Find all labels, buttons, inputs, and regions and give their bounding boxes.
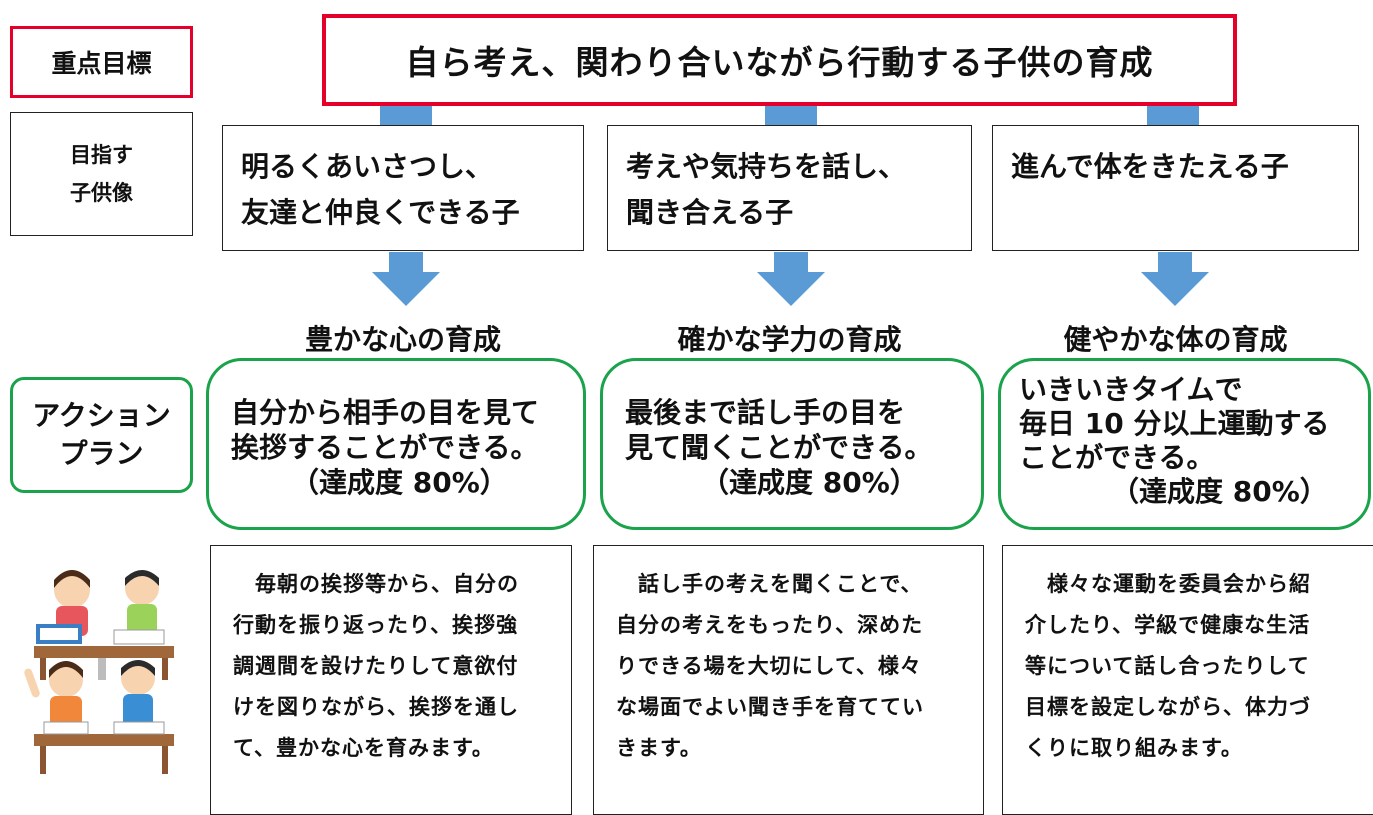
ideal-box-1: 明るくあいさつし、 友達と仲良くできる子 — [222, 125, 584, 251]
priority-goal-label: 重点目標 — [10, 26, 193, 98]
column-heading-3: 健やかな体の育成 — [1063, 323, 1288, 356]
description-box-2: 話し手の考えを聞くことで、 自分の考えをもったり、深めた りできる場を大切にして… — [593, 545, 984, 815]
action-plan-rate-1: （達成度 80%） — [291, 466, 508, 499]
classroom-illustration — [14, 558, 194, 778]
description-box-3: 様々な運動を委員会から紹 介したり、学級で健康な生活 等について話し合ったりして… — [1002, 545, 1373, 815]
main-goal-text: 自ら考え、関わり合いながら行動する子供の育成 — [405, 43, 1154, 82]
down-arrow-1 — [372, 252, 440, 306]
down-arrow-2 — [757, 252, 825, 306]
main-goal-box: 自ら考え、関わり合いながら行動する子供の育成 — [322, 14, 1237, 106]
action-plan-box-3: いきいきタイムで 毎日 10 分以上運動する ことができる。 （達成度 80%） — [998, 358, 1371, 530]
ideal-box-3: 進んで体をきたえる子 — [992, 125, 1359, 251]
column-heading-2: 確かな学力の育成 — [677, 323, 902, 356]
down-arrow-2-shape — [757, 252, 825, 306]
column-heading-1: 豊かな心の育成 — [304, 323, 501, 356]
down-arrow-3-shape — [1141, 252, 1209, 306]
action-plan-box-2: 最後まで話し手の目を 見て聞くことができる。 （達成度 80%） — [600, 358, 984, 530]
ideal-child-label: 目指す 子供像 — [10, 112, 193, 236]
action-plan-text-1: 自分から相手の目を見て 挨拶することができる。 — [231, 396, 540, 464]
down-arrow-3 — [1141, 252, 1209, 306]
students-studying-illustration — [24, 570, 174, 774]
description-box-1: 毎朝の挨拶等から、自分の 行動を振り返ったり、挨拶強 調週間を設けたりして意欲付… — [210, 545, 572, 815]
ideal-box-2: 考えや気持ちを話し、 聞き合える子 — [607, 125, 972, 251]
action-plan-text-3: いきいきタイムで 毎日 10 分以上運動する ことができる。 — [1019, 373, 1330, 474]
action-plan-rate-3: （達成度 80%） — [1111, 475, 1328, 508]
priority-goal-label-text: 重点目標 — [51, 49, 152, 78]
down-arrow-1-shape — [372, 252, 440, 306]
action-plan-text-2: 最後まで話し手の目を 見て聞くことができる。 — [625, 396, 933, 464]
action-plan-box-1: 自分から相手の目を見て 挨拶することができる。 （達成度 80%） — [206, 358, 586, 530]
action-plan-label: アクション プラン — [10, 377, 193, 493]
action-plan-rate-2: （達成度 80%） — [701, 466, 918, 499]
